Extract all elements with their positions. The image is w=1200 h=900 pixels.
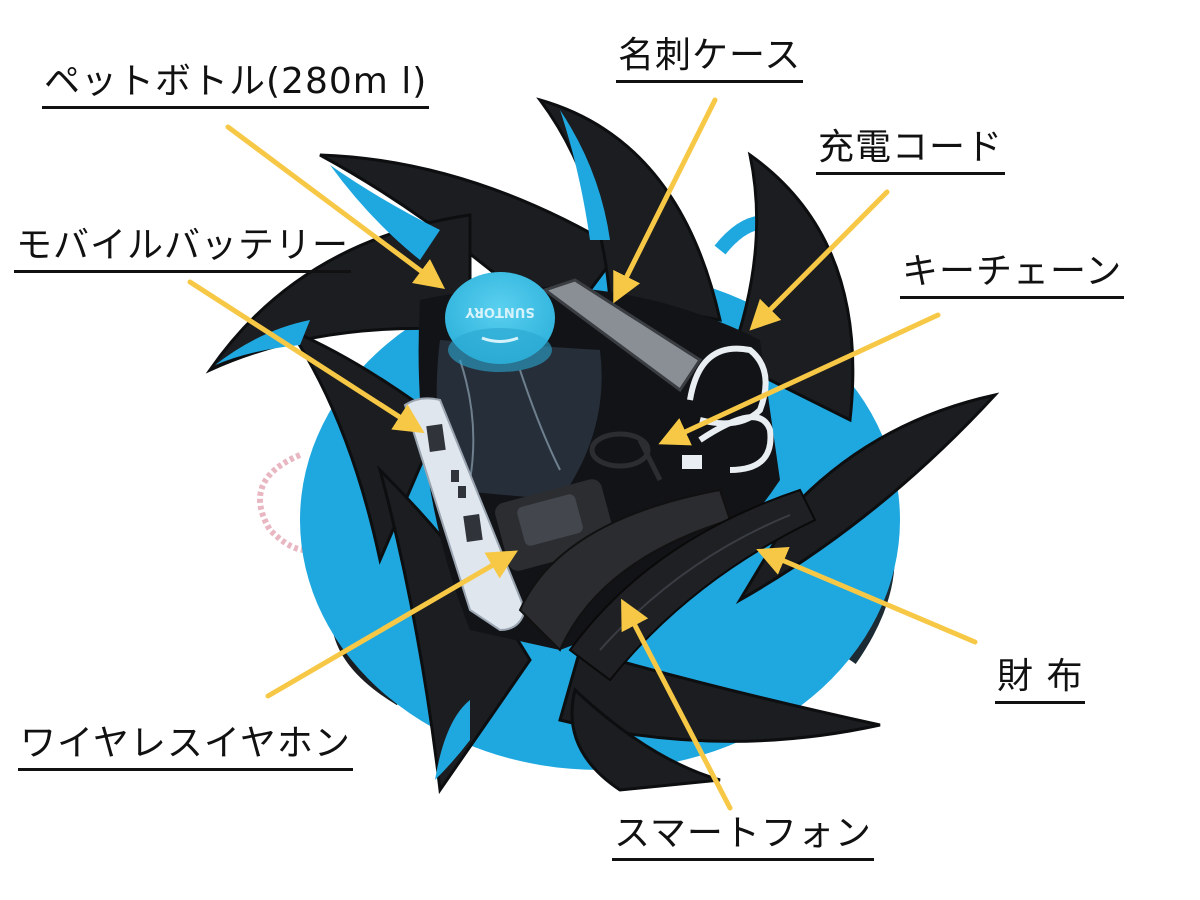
- annotation-arrows: [187, 97, 978, 811]
- charging-cord-item: [682, 345, 774, 473]
- label-key-chain: キーチェーン: [900, 250, 1125, 299]
- pet-bottle-item: SUNTORY: [436, 272, 602, 500]
- label-wallet: 財 布: [995, 655, 1086, 704]
- key-chain-item: [589, 431, 663, 482]
- label-mobile-battery: モバイルバッテリー: [14, 224, 352, 273]
- label-pet-bottle: ペットボトル(280m l): [42, 60, 430, 109]
- arrow-wallet: [756, 547, 978, 645]
- label-wireless-earphones: ワイヤレスイヤホン: [18, 722, 353, 771]
- label-card-case: 名刺ケース: [616, 34, 804, 83]
- bottle-cap-text: SUNTORY: [465, 304, 535, 319]
- arrow-wireless-earphones: [265, 550, 518, 699]
- arrow-smartphone: [621, 598, 733, 811]
- wallet-item: [568, 488, 817, 682]
- arrow-card-case: [613, 97, 718, 304]
- label-charging-cord: 充電コード: [816, 126, 1006, 175]
- arrow-key-chain: [658, 312, 941, 446]
- arrow-pet-bottle: [225, 124, 446, 289]
- arrow-mobile-battery: [187, 279, 425, 434]
- flap-blue-edges: [215, 110, 610, 780]
- arrow-charging-cord: [749, 189, 890, 331]
- card-case-item: [541, 278, 703, 393]
- label-smartphone: スマートフォン: [612, 812, 874, 861]
